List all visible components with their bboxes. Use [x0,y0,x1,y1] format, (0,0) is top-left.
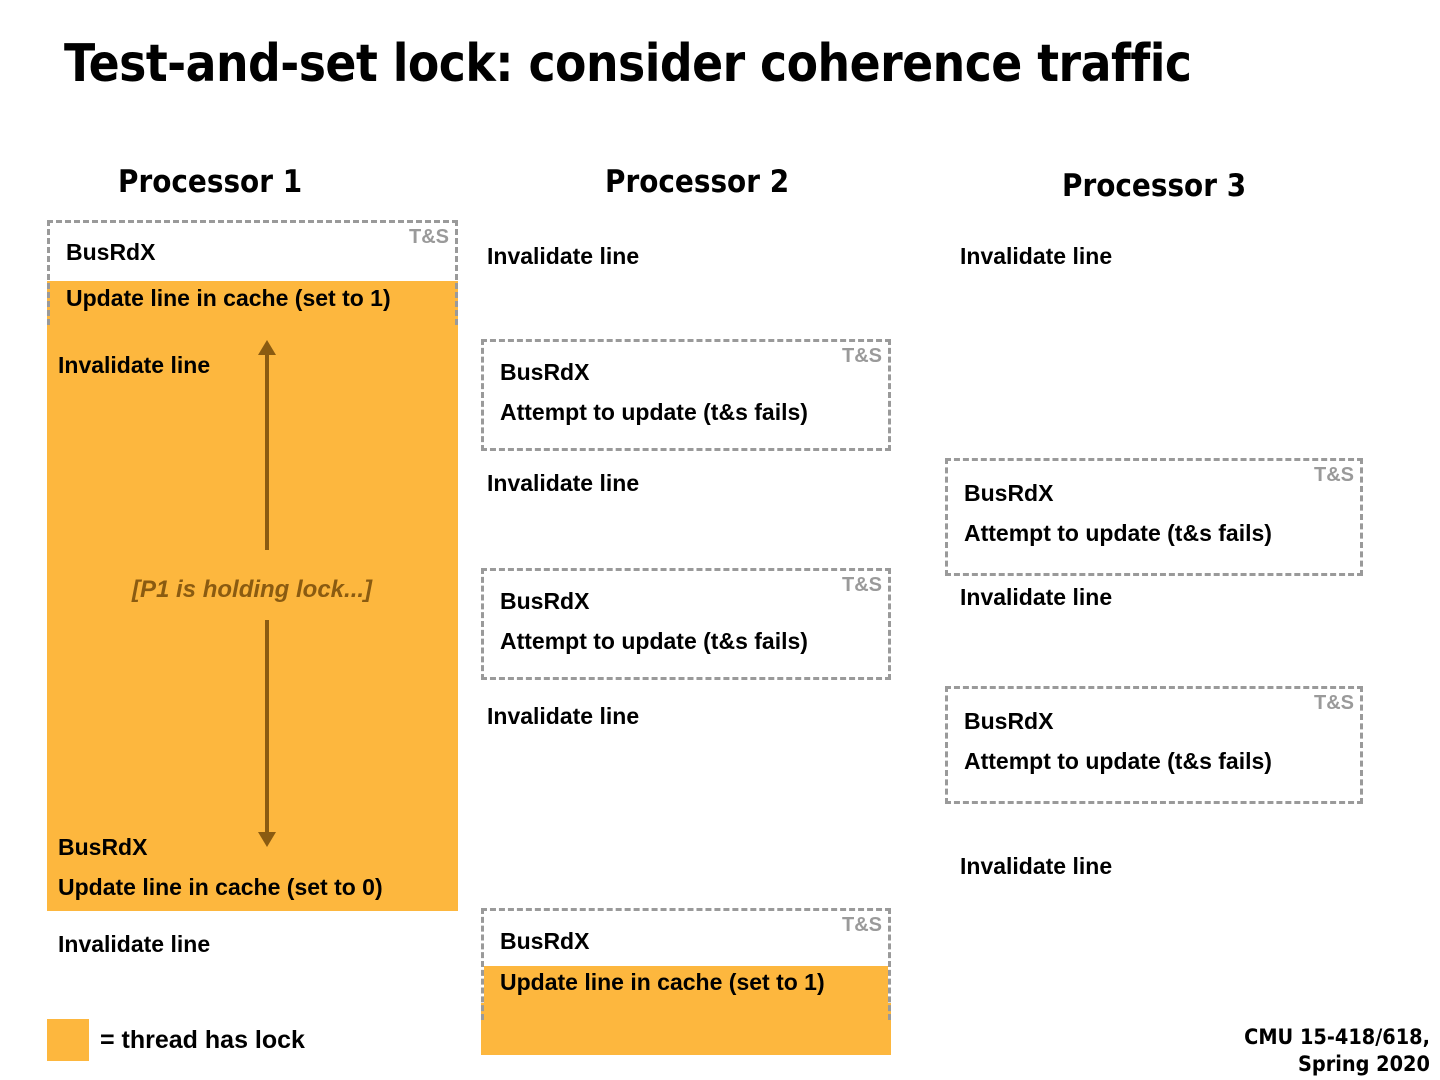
p2-box-1-busrdx-label: BusRdX [500,359,590,385]
page-title: Test-and-set lock: consider coherence tr… [64,34,1192,94]
p1-arrow-down-head [258,832,276,847]
p1-arrow-up-shaft [265,354,269,550]
legend-label: = thread has lock [100,1026,305,1054]
column-header-processor-3: Processor 3 [1062,168,1247,204]
p2-box-2-busrdx-label: BusRdX [500,588,590,614]
p1-acquire-orange-row [50,281,455,328]
p2-box-1-ts-badge: T&S [842,345,882,367]
p3-transaction-box-1[interactable]: BusRdX Attempt to update (t&s fails) T&S [945,458,1363,576]
column-header-processor-2: Processor 2 [605,164,790,200]
p3-box-1-busrdx-label: BusRdX [964,480,1054,506]
p3-invalidate-line-1: Invalidate line [960,243,1113,269]
p1-busrdx-release: BusRdX [58,834,148,860]
p2-box-1-attempt-label: Attempt to update (t&s fails) [500,399,808,425]
p2-box-2-attempt-label: Attempt to update (t&s fails) [500,628,808,654]
p3-transaction-box-2[interactable]: BusRdX Attempt to update (t&s fails) T&S [945,686,1363,804]
p3-box-2-ts-badge: T&S [1314,692,1354,714]
legend-color-swatch [47,1019,89,1061]
p3-invalidate-line-2: Invalidate line [960,584,1113,610]
p3-invalidate-line-3: Invalidate line [960,853,1113,879]
course-attribution: CMU 15-418/618, Spring 2020 [1244,1025,1430,1077]
p3-box-1-attempt-label: Attempt to update (t&s fails) [964,520,1272,546]
p1-invalidate-line-2: Invalidate line [58,931,211,957]
p1-acquire-ts-badge: T&S [409,226,449,248]
p2-box-3-update-label: Update line in cache (set to 1) [500,969,825,995]
p1-update-line-set-0: Update line in cache (set to 0) [58,874,383,900]
p2-invalidate-line-2: Invalidate line [487,470,640,496]
p2-invalidate-line-3: Invalidate line [487,703,640,729]
column-header-processor-1: Processor 1 [118,164,303,200]
p1-invalidate-line-1: Invalidate line [58,352,211,378]
p3-box-2-attempt-label: Attempt to update (t&s fails) [964,748,1272,774]
p1-holding-lock-note: [P1 is holding lock...] [132,576,373,603]
p2-box-2-ts-badge: T&S [842,574,882,596]
p2-transaction-box-1[interactable]: BusRdX Attempt to update (t&s fails) T&S [481,339,891,451]
p1-arrow-down-shaft [265,620,269,832]
p1-arrow-up-head [258,340,276,355]
p2-invalidate-line-1: Invalidate line [487,243,640,269]
p3-box-2-busrdx-label: BusRdX [964,708,1054,734]
p2-box-3-orange-row [484,966,888,1023]
p1-lock-held-band [47,281,458,911]
p2-box-3-ts-badge: T&S [842,914,882,936]
p1-transaction-box-acquire[interactable]: BusRdX Update line in cache (set to 1) T… [47,220,458,328]
p1-acquire-update-label: Update line in cache (set to 1) [66,285,391,311]
p1-acquire-busrdx-label: BusRdX [66,239,156,265]
p3-box-1-ts-badge: T&S [1314,464,1354,486]
p2-box-3-busrdx-label: BusRdX [500,928,590,954]
p2-transaction-box-2[interactable]: BusRdX Attempt to update (t&s fails) T&S [481,568,891,680]
p2-transaction-box-3[interactable]: BusRdX Update line in cache (set to 1) T… [481,908,891,1023]
